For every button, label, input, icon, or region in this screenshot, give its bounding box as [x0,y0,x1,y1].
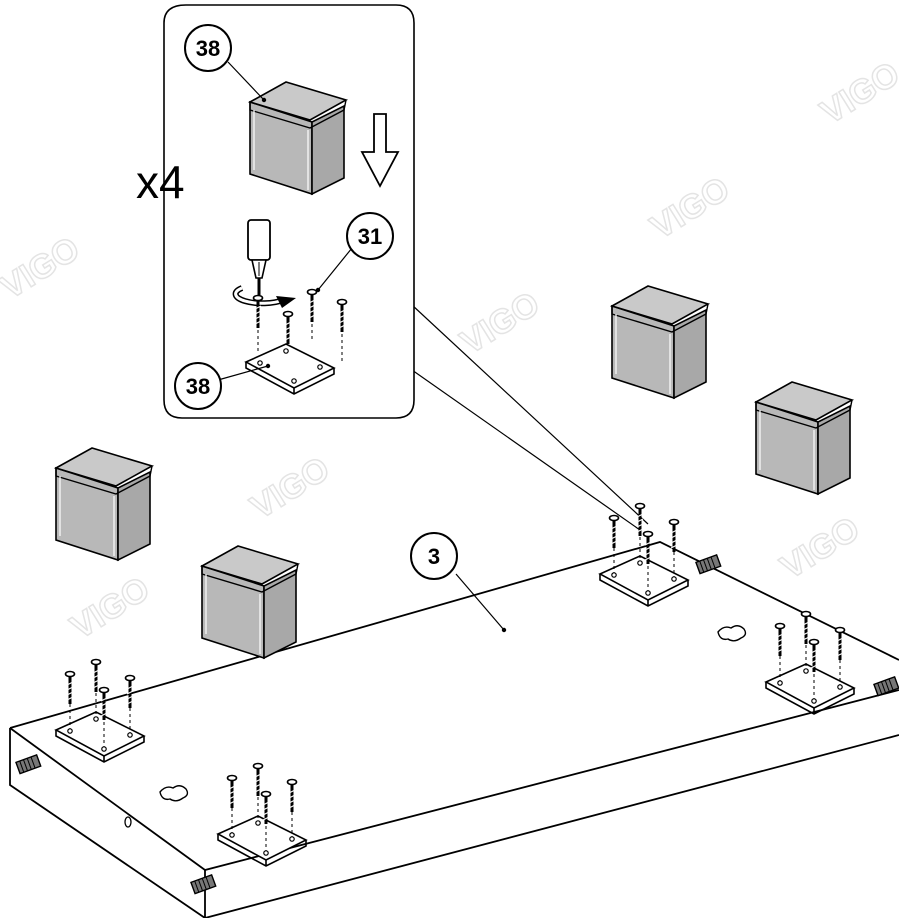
leg-cube [55,447,153,561]
detail-screws [252,288,348,380]
watermark-text: VIGO [64,569,156,646]
callout-label: 38 [196,36,220,61]
callout-leg-top: 38 [184,24,267,103]
leg-cube [201,545,299,659]
plate-assembly-back-left [599,502,689,607]
callout-label: 31 [358,224,382,249]
edge-hole [124,816,132,828]
panel-3 [9,541,899,918]
screwdriver-icon [247,219,271,296]
callout-label: 38 [186,374,210,399]
leg-cube [755,381,853,495]
watermark-text: VIGO [774,509,866,586]
watermark-text: VIGO [814,54,899,131]
plate-assembly-back-right [765,610,855,715]
arrow-down-icon [360,113,400,188]
plate-assembly-front-left [55,658,145,763]
plate-assembly-front-right [217,762,307,867]
watermark-text: VIGO [244,449,336,526]
callout-label: 3 [428,544,440,569]
callout-panel-3: 3 [410,532,507,633]
rotate-clockwise-icon [232,285,296,308]
callout-screw: 31 [315,212,394,293]
cam-hole [717,625,747,642]
leg-cube [611,285,709,399]
watermark-text: VIGO [454,284,546,361]
zoom-leader-lines [411,304,649,531]
callout-leg-plate: 38 [174,362,271,410]
watermark-text: VIGO [644,169,736,246]
detail-box: 38 [163,4,415,419]
cam-hole [159,785,189,802]
watermark-text: VIGO [0,229,86,306]
quantity-multiplier: x4 [136,156,185,208]
